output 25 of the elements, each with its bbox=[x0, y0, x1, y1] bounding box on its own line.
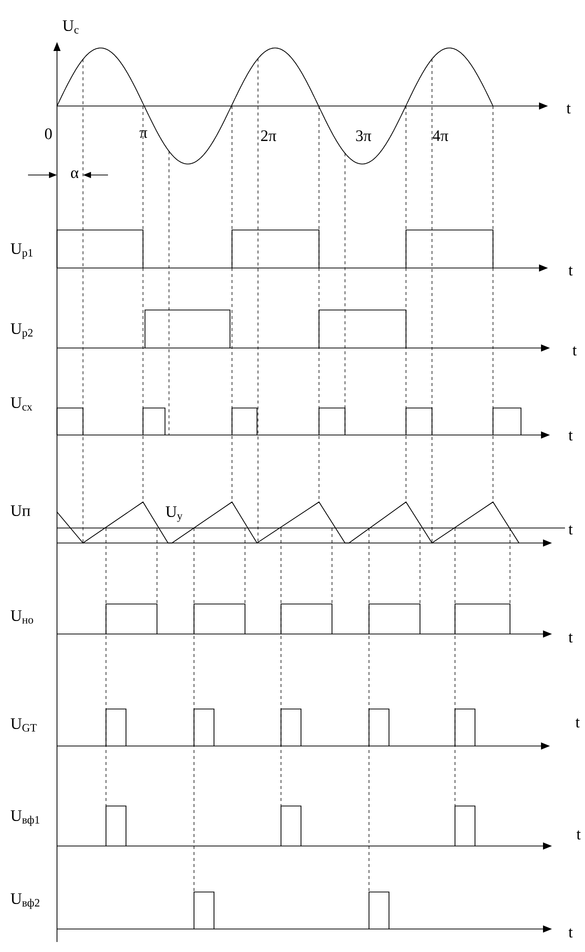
angle-label: α bbox=[71, 170, 78, 178]
axis-label: U$_{вф1}$ bbox=[10, 810, 40, 826]
tick-label: 3π bbox=[356, 130, 372, 142]
tick-label: 0 bbox=[45, 128, 52, 140]
axis-label: t bbox=[576, 830, 581, 840]
axis-label: U$_{р1}$ bbox=[10, 243, 32, 259]
axis-label: t bbox=[568, 525, 573, 535]
axis-label: Uп bbox=[10, 505, 30, 516]
tick-label: π bbox=[140, 130, 148, 138]
tick-label: 4π bbox=[432, 130, 448, 142]
axis-label: U$_{но}$ bbox=[10, 610, 34, 624]
axis-label: t bbox=[568, 431, 573, 441]
axis-label: U$_{вф2}$ bbox=[10, 893, 40, 909]
axis-label: U$_{р2}$ bbox=[10, 323, 33, 339]
axis-label: t bbox=[572, 346, 577, 356]
axis-label: t bbox=[568, 928, 573, 938]
axis-label: t bbox=[568, 633, 573, 643]
axis-label: t bbox=[566, 104, 571, 114]
axis-label: U$_{с}$ bbox=[62, 20, 79, 34]
level-label: U$_{y}$ bbox=[166, 506, 182, 522]
axis-label: U$_{GT}$ bbox=[10, 718, 37, 732]
axis-label: t bbox=[576, 718, 580, 728]
axis-label: t bbox=[568, 266, 573, 276]
tick-label: 2π bbox=[261, 130, 276, 142]
axis-label: U$_{сх}$ bbox=[10, 397, 32, 411]
